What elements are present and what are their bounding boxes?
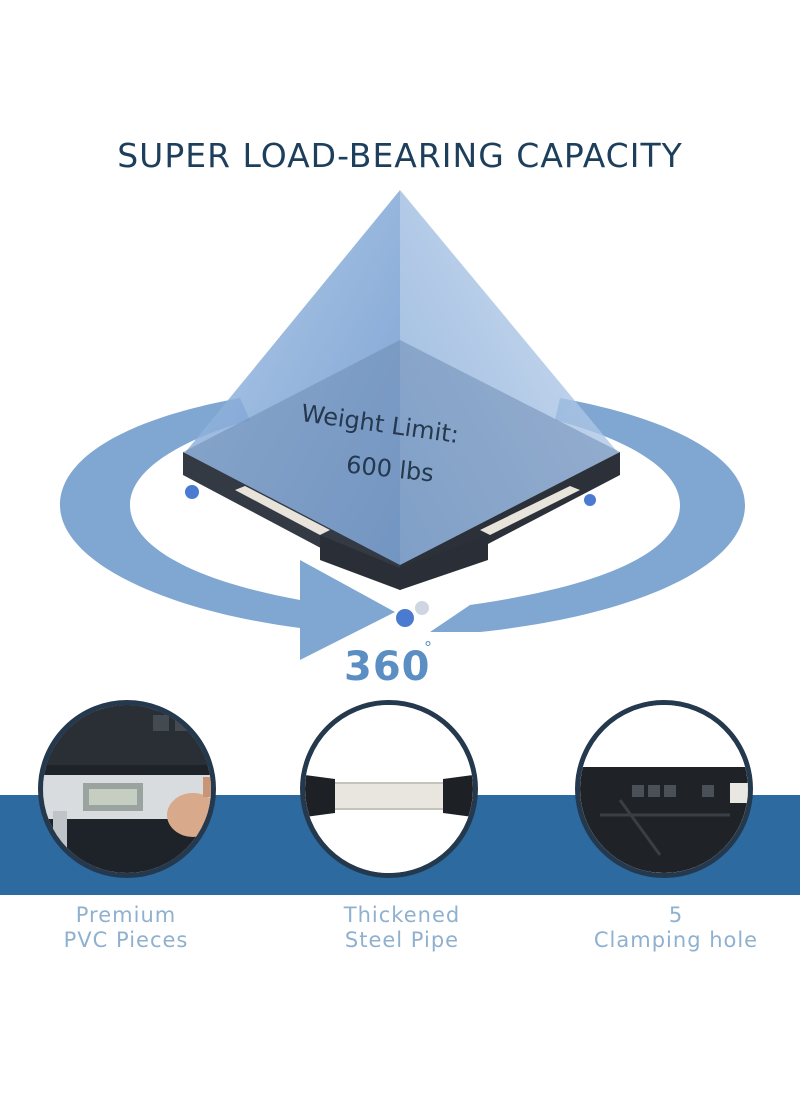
- feature-caption-line1: Premium: [75, 903, 177, 927]
- feature-caption-pipe: Thickened Steel Pipe: [282, 903, 522, 953]
- base-frame: [183, 340, 620, 590]
- caliper-measurement-photo: [38, 700, 216, 878]
- clamping-hole-photo: [575, 700, 753, 878]
- degree-symbol: °: [424, 638, 432, 657]
- feature-caption-line1: Thickened: [343, 903, 461, 927]
- feature-caption-line2: PVC Pieces: [63, 928, 189, 952]
- feature-caption-pvc: Premium PVC Pieces: [6, 903, 246, 953]
- rotation-arrow: [60, 398, 745, 660]
- headline: SUPER LOAD-BEARING CAPACITY: [117, 136, 683, 175]
- caster-wheels: [185, 485, 596, 627]
- feature-caption-clamp: 5 Clamping hole: [556, 903, 796, 953]
- feature-caption-line2: Clamping hole: [593, 928, 759, 952]
- arrow-head-left: [300, 560, 395, 660]
- feature-caption-line2: Steel Pipe: [344, 928, 460, 952]
- rotation-degrees: 360: [344, 644, 431, 690]
- steel-pipe-photo: [300, 700, 478, 878]
- product-hero-illustration: [60, 190, 745, 660]
- feature-caption-line1: 5: [668, 903, 684, 927]
